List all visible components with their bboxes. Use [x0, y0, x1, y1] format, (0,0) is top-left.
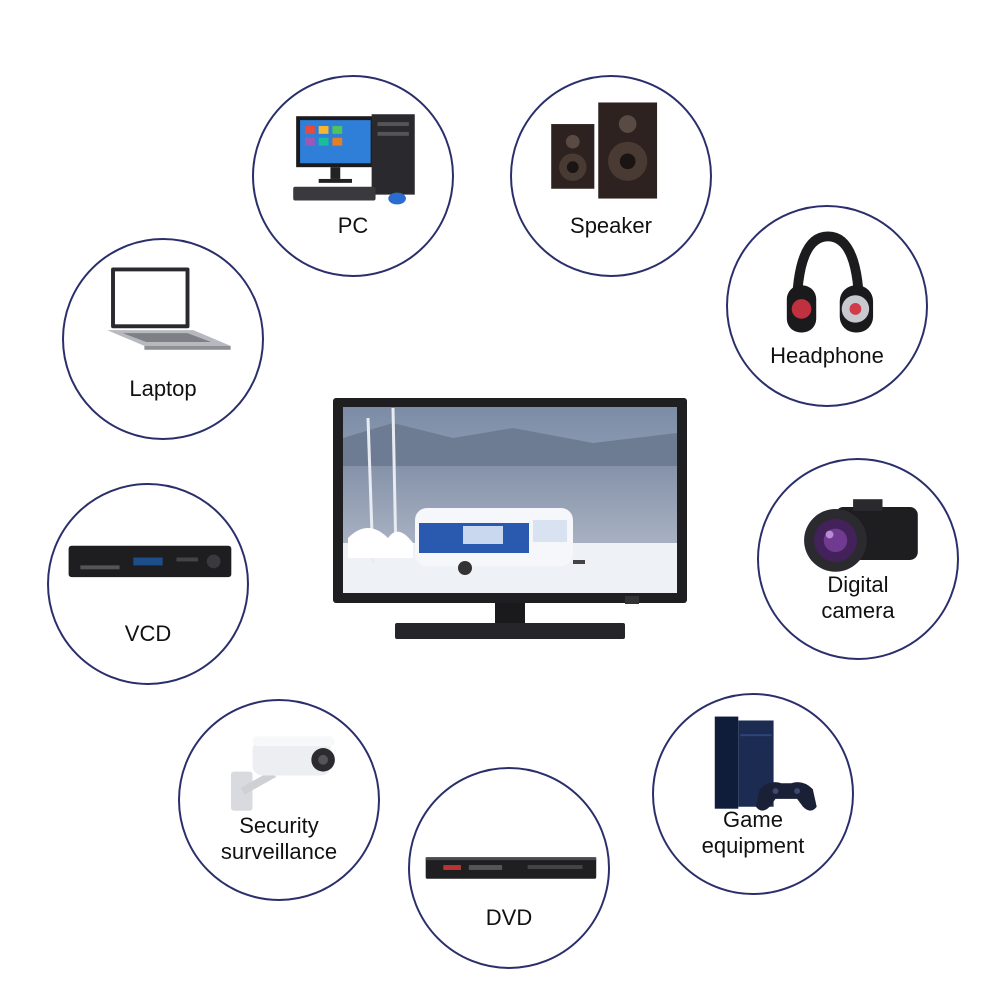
security-label-line1: Security: [239, 813, 319, 838]
laptop-icon: [107, 267, 231, 350]
device-camera: Digital camera: [757, 458, 959, 660]
game-label-line1: Game: [723, 807, 783, 832]
device-dvd: DVD: [408, 767, 610, 969]
game-label-line2: equipment: [701, 833, 805, 858]
desktop-computer-icon: [293, 114, 415, 205]
television-icon: [333, 398, 687, 639]
camera-label-line2: camera: [821, 598, 895, 623]
security-label: Security surveillance: [180, 813, 378, 865]
vcd-label: VCD: [124, 621, 172, 646]
vcd-player-icon: [68, 545, 232, 578]
laptop-label: Laptop: [129, 376, 197, 401]
security-camera-icon: [230, 736, 335, 811]
game-console-icon: [714, 716, 817, 811]
headphone-label: Headphone: [770, 343, 884, 368]
device-laptop: Laptop: [62, 238, 264, 440]
speaker-label: Speaker: [570, 213, 652, 238]
speaker-icon: [551, 102, 658, 199]
device-game: Game equipment: [652, 693, 854, 895]
device-security: Security surveillance: [178, 699, 380, 901]
camera-label: Digital camera: [759, 572, 957, 624]
dvd-label: DVD: [485, 905, 533, 930]
headphone-icon: [786, 231, 874, 333]
device-headphone: Headphone: [726, 205, 928, 407]
device-vcd: VCD: [47, 483, 249, 685]
game-label: Game equipment: [654, 807, 852, 859]
dvd-player-icon: [425, 857, 597, 879]
device-pc: PC: [252, 75, 454, 277]
pc-label: PC: [337, 213, 369, 238]
camera-icon: [804, 499, 918, 572]
camera-label-line1: Digital: [827, 572, 889, 597]
security-label-line2: surveillance: [220, 839, 338, 864]
device-speaker: Speaker: [510, 75, 712, 277]
